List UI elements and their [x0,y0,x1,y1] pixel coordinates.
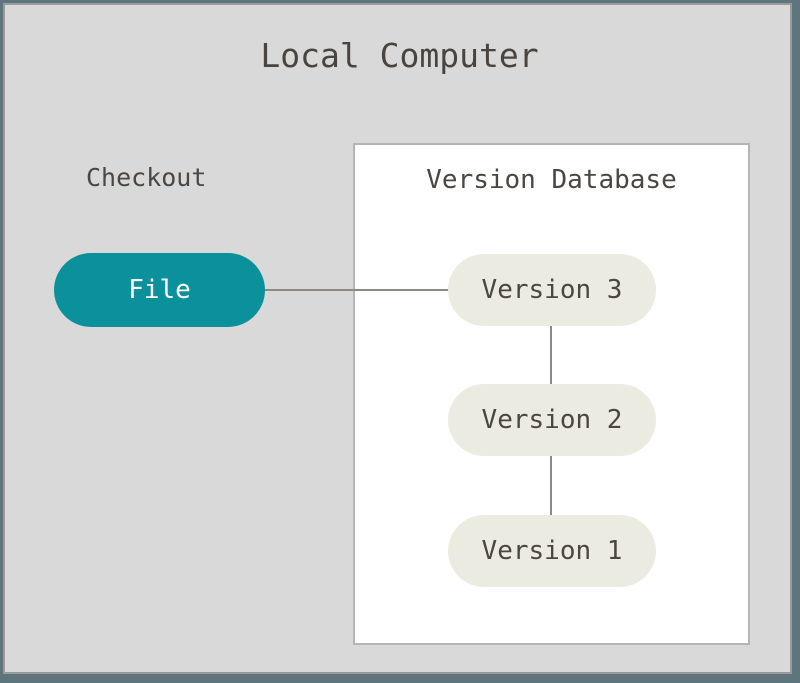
node-version-2[interactable]: Version 2 [448,384,656,456]
checkout-label: Checkout [86,163,207,192]
version-database-title: Version Database [426,165,677,195]
connector-file-to-version-3 [261,289,451,291]
node-file[interactable]: File [54,253,265,327]
connector-version-2-to-version-1 [550,455,552,517]
local-computer-title: Local Computer [260,36,539,75]
node-version-1[interactable]: Version 1 [448,515,656,587]
local-computer-container: Local Computer Checkout Version Database… [3,3,792,674]
node-version-3[interactable]: Version 3 [448,254,656,326]
connector-version-3-to-version-2 [550,323,552,385]
